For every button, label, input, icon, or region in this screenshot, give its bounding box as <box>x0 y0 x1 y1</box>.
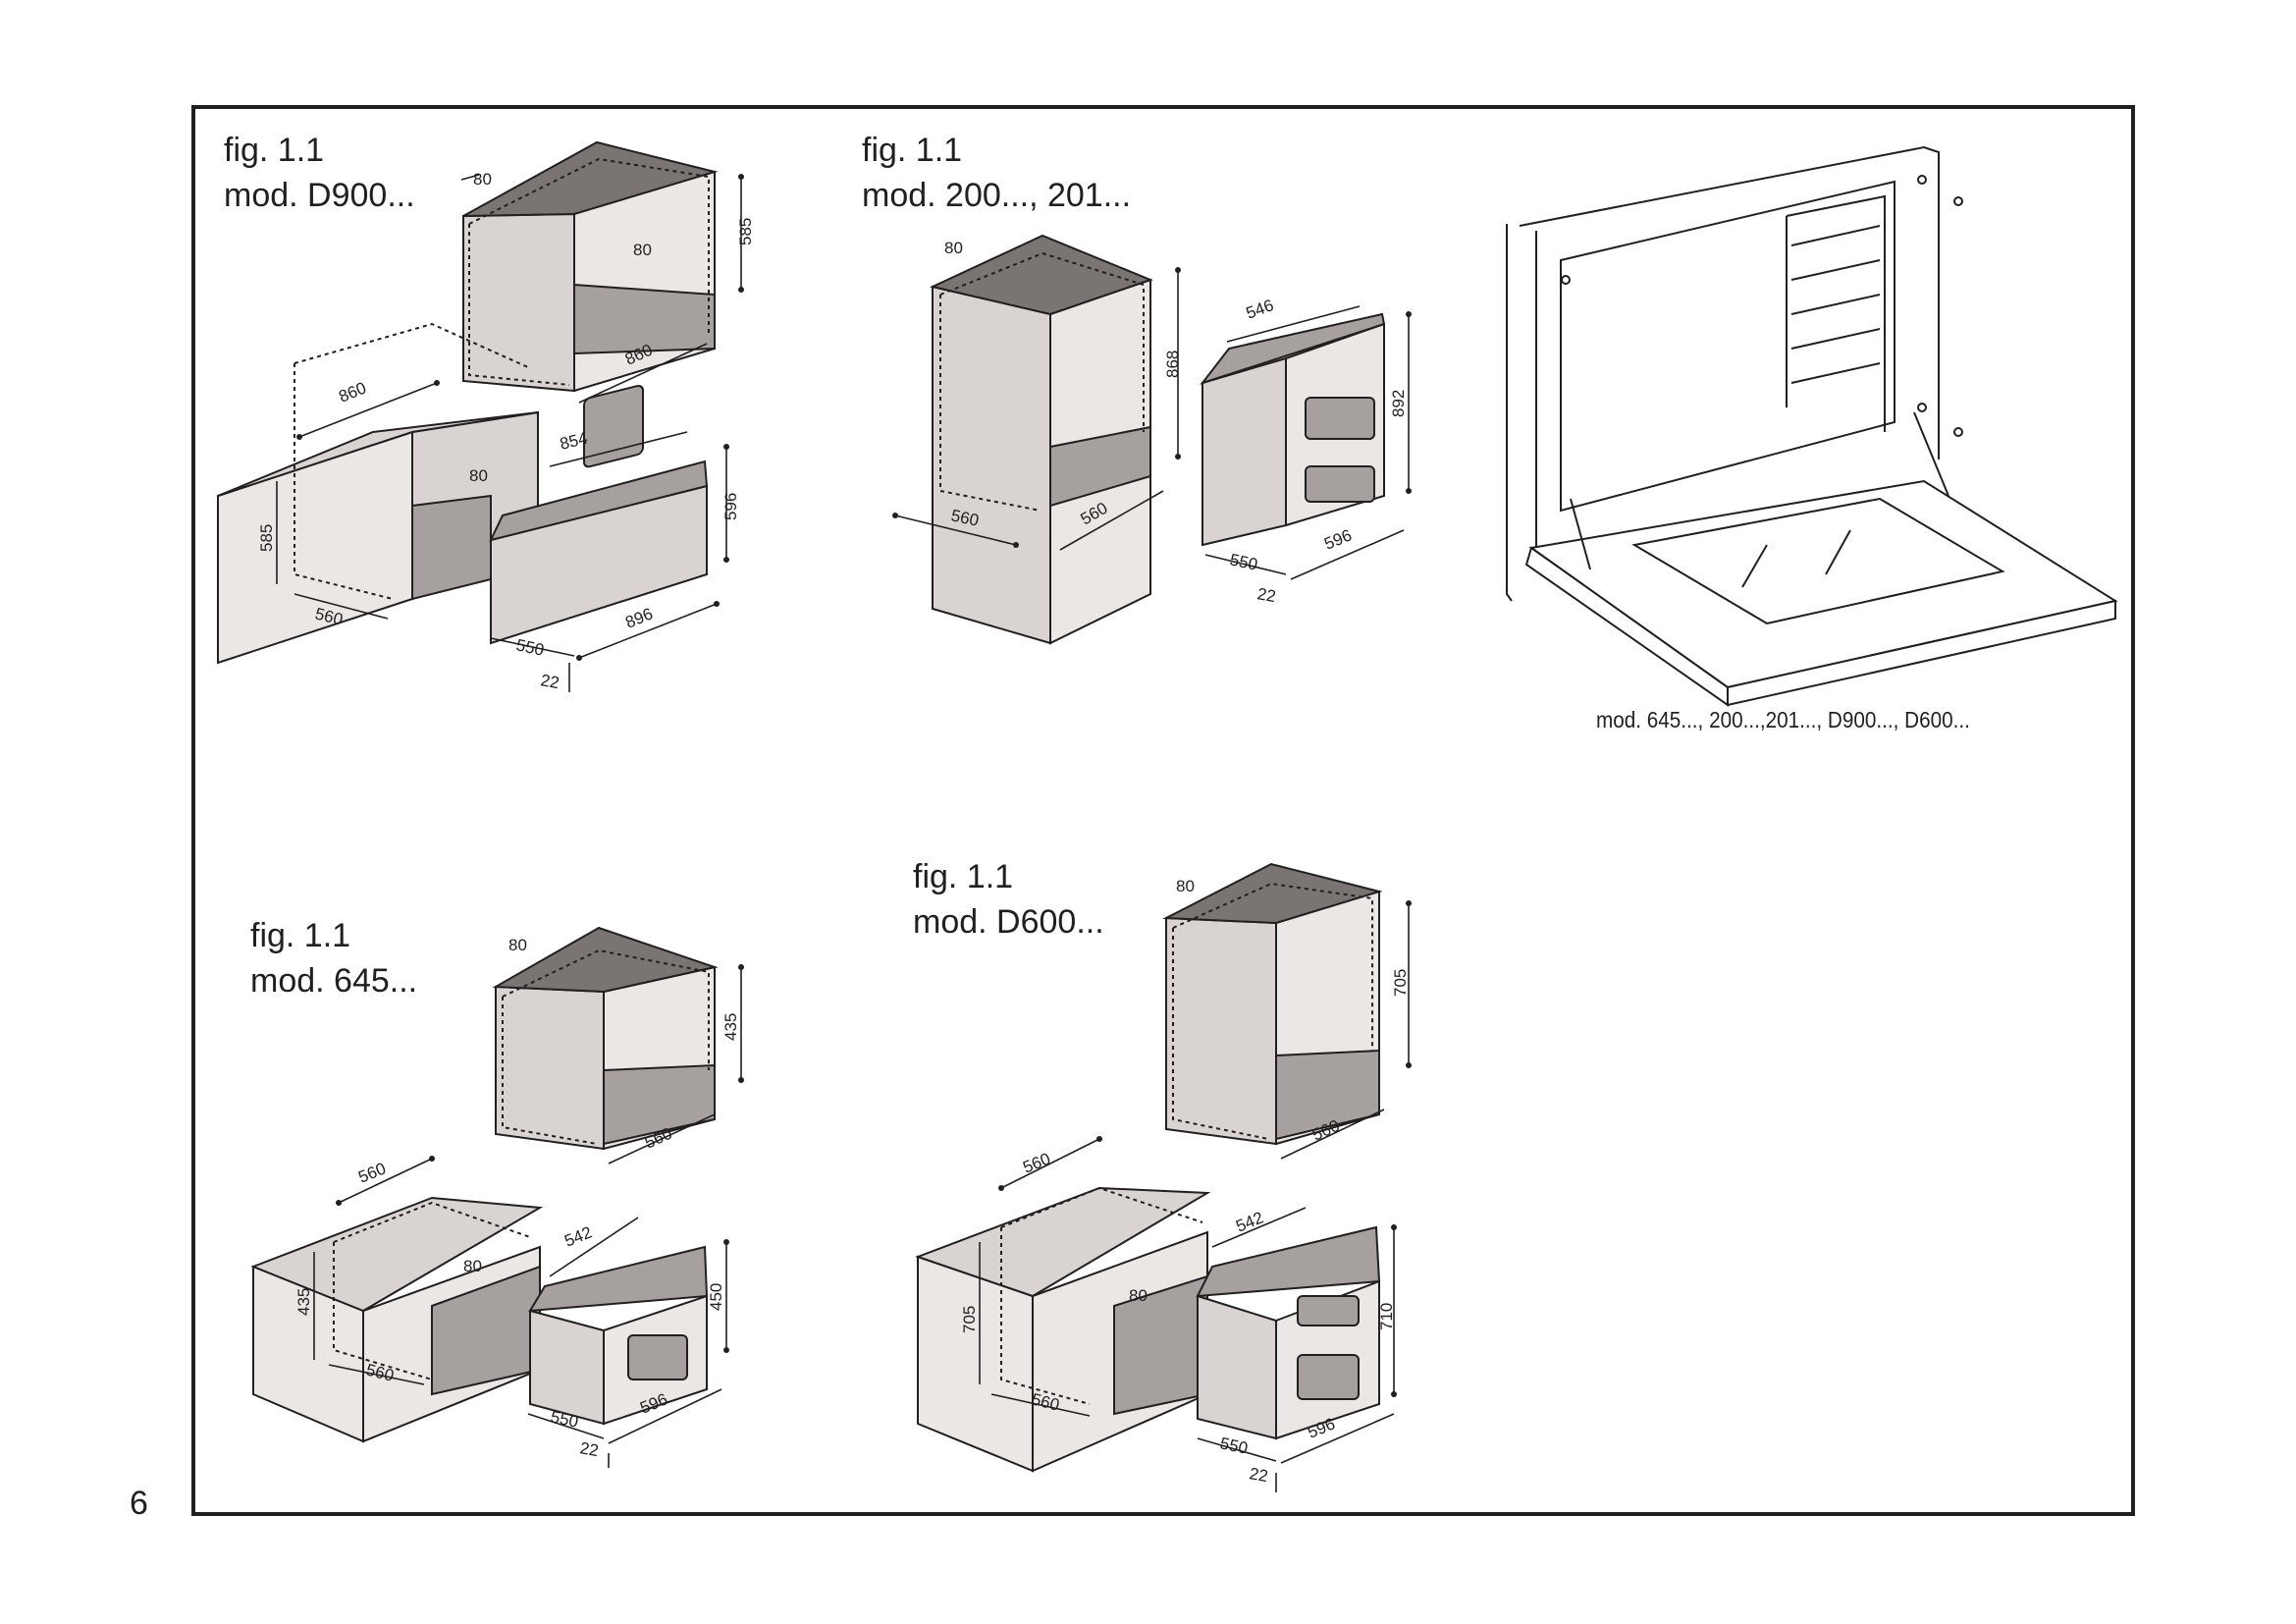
diagram-645: 80 435 560 560 542 80 435 560 450 550 59… <box>250 926 744 1468</box>
diagram-d600: 80 705 560 560 542 80 705 560 710 550 59… <box>915 862 1412 1492</box>
model-label: mod. D600... <box>913 903 1104 941</box>
caption-200: fig. 1.1 mod. 200..., 201... <box>862 128 1131 218</box>
dim-d600-base-height: 705 <box>960 1306 979 1333</box>
model-label: mod. D900... <box>224 177 415 214</box>
dim-d600-base-80: 80 <box>1129 1286 1148 1305</box>
dim-200-top-width: 80 <box>944 239 963 257</box>
dim-d600-front: 22 <box>1248 1464 1269 1486</box>
dim-d900-front: 22 <box>539 671 561 692</box>
dim-200-front: 22 <box>1255 584 1277 606</box>
dim-200-oven-height: 892 <box>1389 390 1408 417</box>
dim-645-base-80: 80 <box>463 1257 482 1275</box>
dim-645-base-height: 435 <box>294 1288 313 1316</box>
dim-d600-base-top: 542 <box>1233 1208 1265 1235</box>
fig-label: fig. 1.1 <box>250 917 351 954</box>
dim-d900-oven-height: 596 <box>721 493 740 520</box>
dim-d600-top-width: 80 <box>1176 877 1195 895</box>
dim-645-base-depth: 560 <box>355 1159 388 1186</box>
dim-d900-base-height: 585 <box>257 524 276 552</box>
dim-645-front: 22 <box>578 1438 600 1460</box>
caption-d900: fig. 1.1 mod. D900... <box>224 128 415 218</box>
dim-d900-top-width: 80 <box>473 170 492 189</box>
dim-d900-base-80: 80 <box>469 466 488 485</box>
dim-d900-mid: 80 <box>633 241 652 259</box>
dim-d900-base-depth: 860 <box>336 378 368 406</box>
diagram-d900: 80 585 80 860 860 854 585 560 80 596 550… <box>217 140 755 692</box>
dim-d600-cab-height: 705 <box>1391 969 1410 997</box>
dim-200-oven-width: 596 <box>1321 525 1354 553</box>
dim-d600-base-depth: 560 <box>1020 1149 1052 1176</box>
dim-200-oven-top: 546 <box>1244 296 1276 323</box>
fig-label: fig. 1.1 <box>862 132 963 169</box>
caption-d600: fig. 1.1 mod. D600... <box>913 854 1104 945</box>
diagram-200: 80 868 560 560 546 892 550 596 22 <box>892 234 1412 645</box>
dim-d900-cab-height: 585 <box>736 218 755 245</box>
dim-d900-oven-depth: 550 <box>514 635 546 659</box>
dim-200-height: 868 <box>1163 351 1182 378</box>
page-frame <box>191 105 2135 1516</box>
model-label: mod. 200..., 201... <box>862 177 1132 214</box>
model-label: mod. 645... <box>250 962 418 1000</box>
page-number: 6 <box>130 1485 148 1522</box>
oven-door-detail <box>1506 145 2118 707</box>
dim-d900-oven-width: 896 <box>622 604 655 631</box>
fig-label: fig. 1.1 <box>913 858 1014 895</box>
dim-645-top-width: 80 <box>508 936 527 954</box>
caption-645: fig. 1.1 mod. 645... <box>250 913 417 1003</box>
dim-645-cab-height: 435 <box>721 1013 740 1041</box>
dim-645-base-top: 542 <box>561 1222 594 1250</box>
fig-label: fig. 1.1 <box>224 132 325 169</box>
oven-models-caption: mod. 645..., 200...,201..., D900..., D60… <box>1596 707 1970 732</box>
dim-200-oven-depth: 550 <box>1228 550 1259 573</box>
dim-d600-oven-depth: 550 <box>1218 1434 1250 1457</box>
dim-d600-oven-height: 710 <box>1377 1303 1396 1330</box>
dim-645-oven-height: 450 <box>707 1283 725 1311</box>
